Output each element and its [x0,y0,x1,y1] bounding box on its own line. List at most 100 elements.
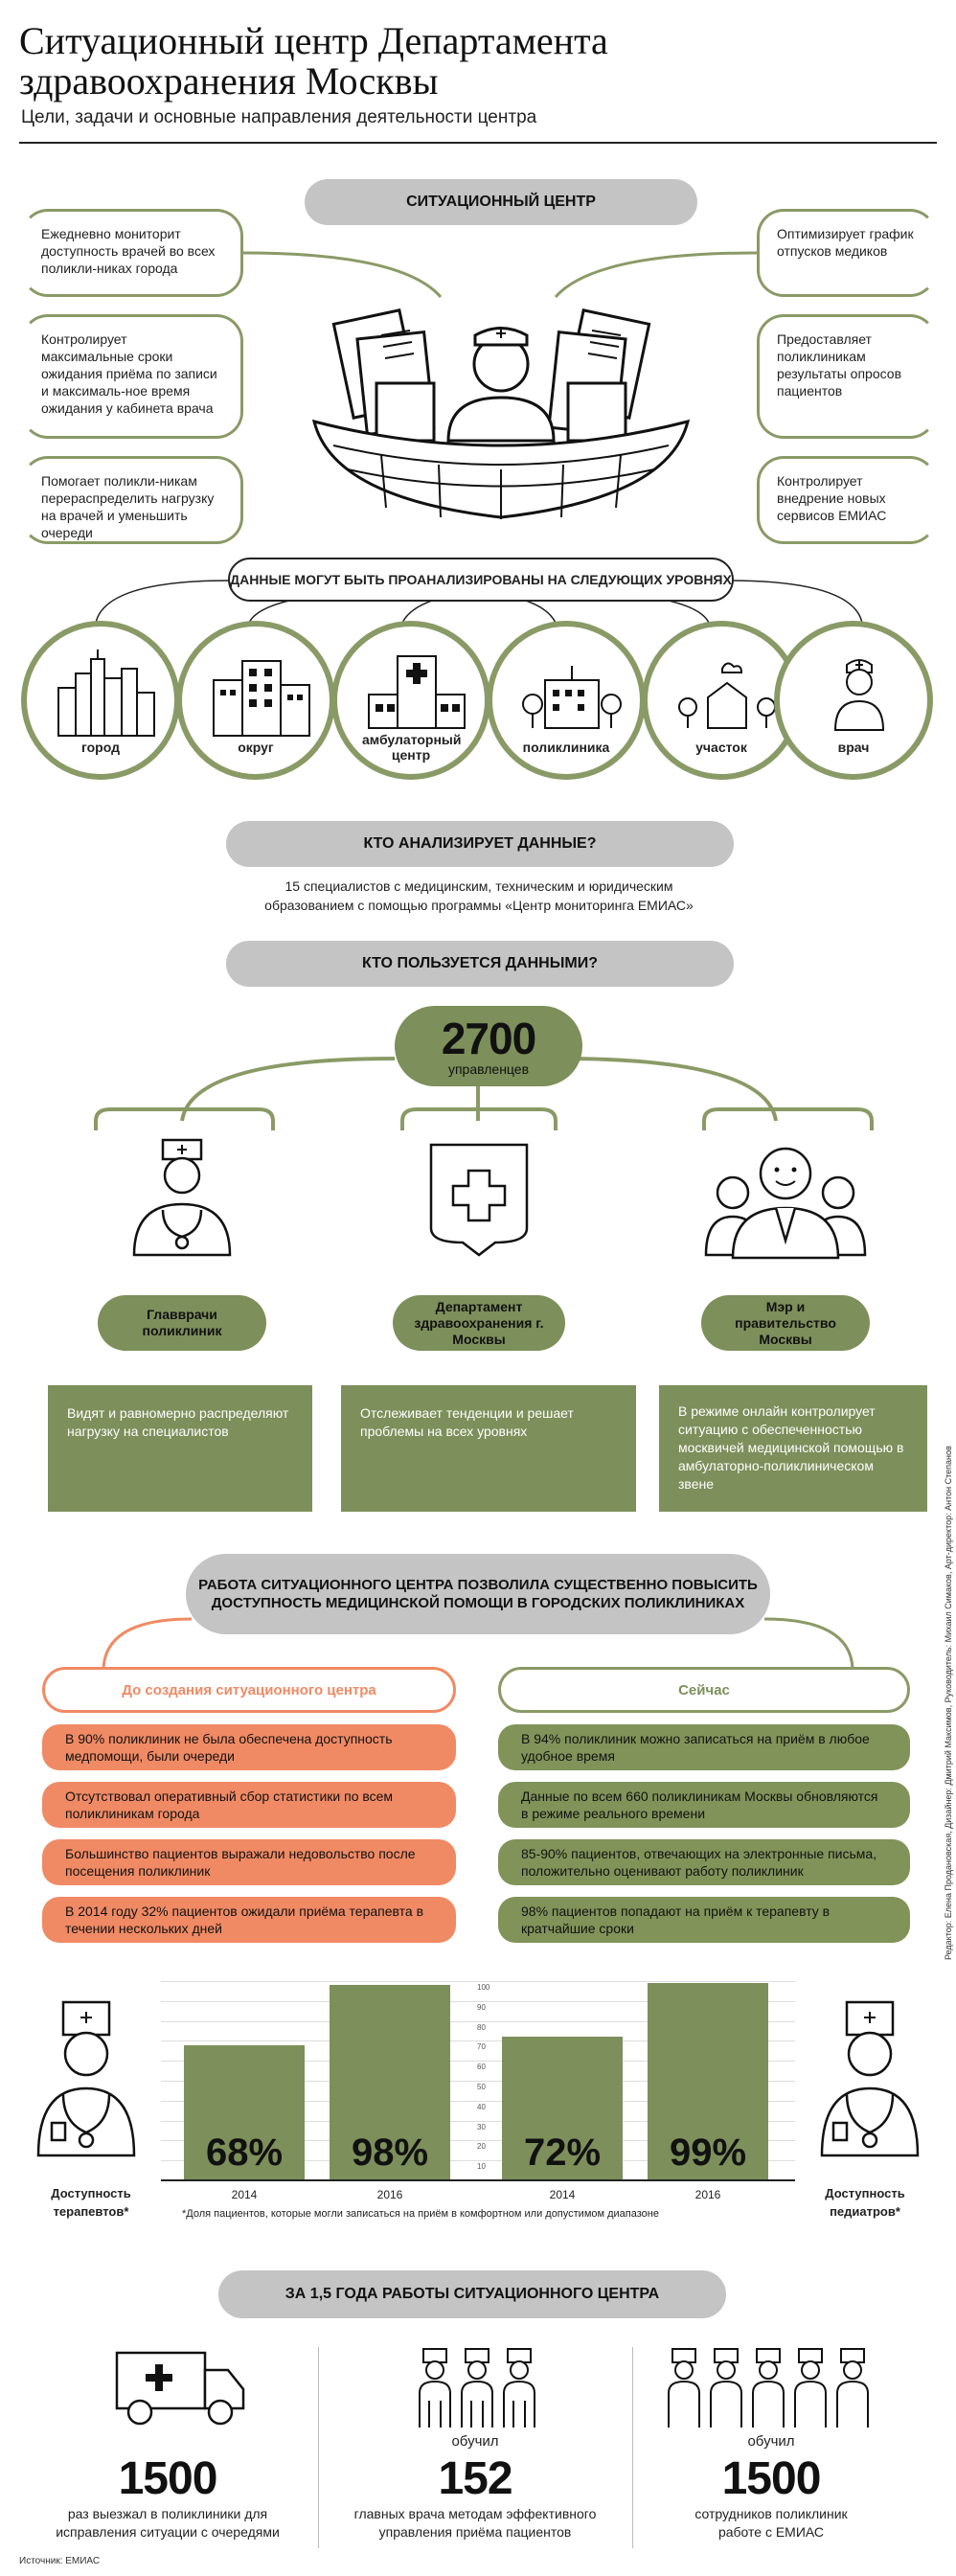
level-label-district: округ [238,740,274,755]
credits-label: Редактор: Елена Продановская, Дизайнер: … [944,1446,953,1960]
chart-bar-value-label: 98% [351,2131,429,2174]
center-label: СИТУАЦИОННЫЙ ЦЕНТР [305,179,697,225]
chart-gridline [161,2040,795,2042]
chart-bar-value-label: 72% [523,2131,602,2174]
center-left-2: Контролирует максимальные сроки ожидания… [21,314,243,439]
now-item-4: 98% пациентов попадают на приём к терапе… [498,1897,910,1943]
header-divider [19,142,937,144]
source-label: Источник: ЕМИАС [19,2556,101,2566]
group-name-department: Департамент здравоохранения г. Москвы [393,1295,565,1351]
users-count-label: управленцев [447,1061,530,1077]
center-connectors [242,251,758,298]
result-label-line1: РАБОТА СИТУАЦИОННОГО ЦЕНТРА ПОЗВОЛИЛА СУ… [198,1577,758,1593]
center-right-3: Контролирует внедрение новых сервисов ЕМ… [757,456,937,544]
chart-bar-value-label: 99% [669,2131,747,2174]
monitoring-boat-icon [311,308,691,519]
page-subtitle: Цели, задачи и основные направления деят… [21,107,537,127]
chart-footnote: *Доля пациентов, которые могли записатьс… [182,2208,659,2220]
chart-gridline [161,2140,795,2142]
chart-gridline [161,2000,795,2002]
chart-category-label: 2014 [549,2188,576,2201]
group-left-label: Доступность терапевтов* [51,2186,131,2219]
group-text-head-doctors: Видят и равномерно распределяют нагрузку… [48,1385,312,1512]
chart-tick-label: 100 [477,1983,490,1992]
summary-item-2-pre: обучил [451,2433,499,2450]
now-item-1: В 94% поликлиник можно записаться на при… [498,1724,910,1770]
center-right-2: Предоставляет поликлиникам результаты оп… [757,314,937,439]
center-left-3: Помогает поликли-никам перераспределить … [21,456,243,544]
summary-item-3: обучил 1500 сотрудников поликлиник работ… [644,2433,899,2542]
therapist-icon [36,2000,136,2157]
level-polyclinic: поликлиника [487,621,646,780]
group-name-mayor: Мэр и правительство Москвы [701,1295,870,1351]
chart-tick-label: 10 [477,2162,486,2172]
summary-divider-1 [318,2347,319,2548]
now-item-2: Данные по всем 660 поликлиникам Москвы о… [498,1782,910,1828]
chart-tick-label: 60 [477,2063,486,2072]
who-analyzes-text-line1: 15 специалистов с медицинским, техническ… [285,878,673,894]
result-label: РАБОТА СИТУАЦИОННОГО ЦЕНТРА ПОЗВОЛИЛА СУ… [186,1554,770,1634]
summary-item-2-number: 152 [438,2453,512,2504]
who-analyzes-label: КТО АНАЛИЗИРУЕТ ДАННЫЕ? [226,821,734,867]
before-title: До создания ситуационного центра [42,1667,456,1713]
who-uses-label: КТО ПОЛЬЗУЕТСЯ ДАННЫМИ? [226,941,734,987]
result-connectors [102,1617,854,1670]
now-title: Сейчас [498,1667,910,1713]
pediatrician-icon [820,2000,920,2157]
chart-gridline [161,2081,795,2082]
chart-bar: 99% [648,1983,768,2180]
hospital-icon [368,655,466,729]
group-text-department: Отслеживает тенденции и решает проблемы … [341,1385,636,1512]
chart-gridline [161,2020,795,2022]
summary-item-3-text-line2: работе с ЕМИАС [717,2524,825,2540]
chart-gridline [161,1981,795,1982]
level-ambulatory: амбулаторный центр [331,621,490,780]
district-icon [213,660,310,737]
summary-item-3-text-line1: сотрудников поликлиник [694,2506,848,2521]
summary-item-3-pre: обучил [747,2433,795,2450]
summary-label: ЗА 1,5 ГОДА РАБОТЫ СИТУАЦИОННОГО ЦЕНТРА [218,2270,726,2318]
page-title-line2: здравоохранения Москвы [19,59,439,103]
level-label-area: участок [695,740,747,755]
before-item-2: Отсутствовал оперативный сбор статистики… [42,1782,456,1828]
chart-tick-label: 90 [477,2002,486,2012]
chart-gridline [161,2100,795,2102]
chart-bar: 98% [330,1985,450,2180]
chart-category-label: 2016 [694,2188,721,2201]
before-item-4: В 2014 году 32% пациентов ожидали приёма… [42,1897,456,1943]
chart-tick-label: 80 [477,2022,486,2032]
summary-item-2: обучил 152 главных врача методам эффекти… [330,2433,621,2542]
area-icon [678,662,776,729]
chart-tick-label: 20 [477,2142,486,2152]
chart-category-label: 2014 [231,2188,258,2201]
level-district: округ [176,621,335,780]
chart-category-label: 2016 [376,2188,403,2201]
page-title-line1: Ситуационный центр Департамента [19,19,608,62]
chart-gridline [161,2061,795,2063]
ambulance-icon [115,2351,245,2426]
chart-baseline [161,2179,795,2181]
chart-gridline [161,2120,795,2122]
before-item-1: В 90% поликлиник не была обеспечена дост… [42,1724,456,1770]
before-item-3: Большинство пациентов выражали недовольс… [42,1839,456,1885]
summary-item-1-text-line1: раз выезжал в поликлиники для [67,2506,268,2521]
level-doctor: врач [774,621,933,780]
summary-item-1-number: 1500 [118,2453,218,2504]
who-analyzes-text-line2: образованием с помощью программы «Центр … [264,898,694,913]
staff-group-large-icon [668,2348,869,2428]
users-count: 2700 [441,1014,536,1063]
summary-item-1: 1500 раз выезжал в поликлиники для испра… [29,2433,307,2542]
polyclinic-icon [522,666,622,729]
summary-divider-2 [632,2347,633,2548]
level-label-doctor: врач [837,740,870,755]
chart-gridline [161,2160,795,2162]
group-text-mayor: В режиме онлайн контролирует ситуацию с … [659,1385,927,1512]
level-label-polyclinic: поликлиника [522,740,610,755]
department-emblem-icon [429,1143,529,1257]
now-item-3: 85-90% пациентов, отвечающих на электрон… [498,1839,910,1885]
who-analyzes-text: 15 специалистов с медицинским, техническ… [172,877,785,915]
group-right-label: Доступность педиатров* [825,2186,905,2219]
chart-tick-label: 70 [477,2042,486,2052]
doctor-icon [833,659,885,731]
